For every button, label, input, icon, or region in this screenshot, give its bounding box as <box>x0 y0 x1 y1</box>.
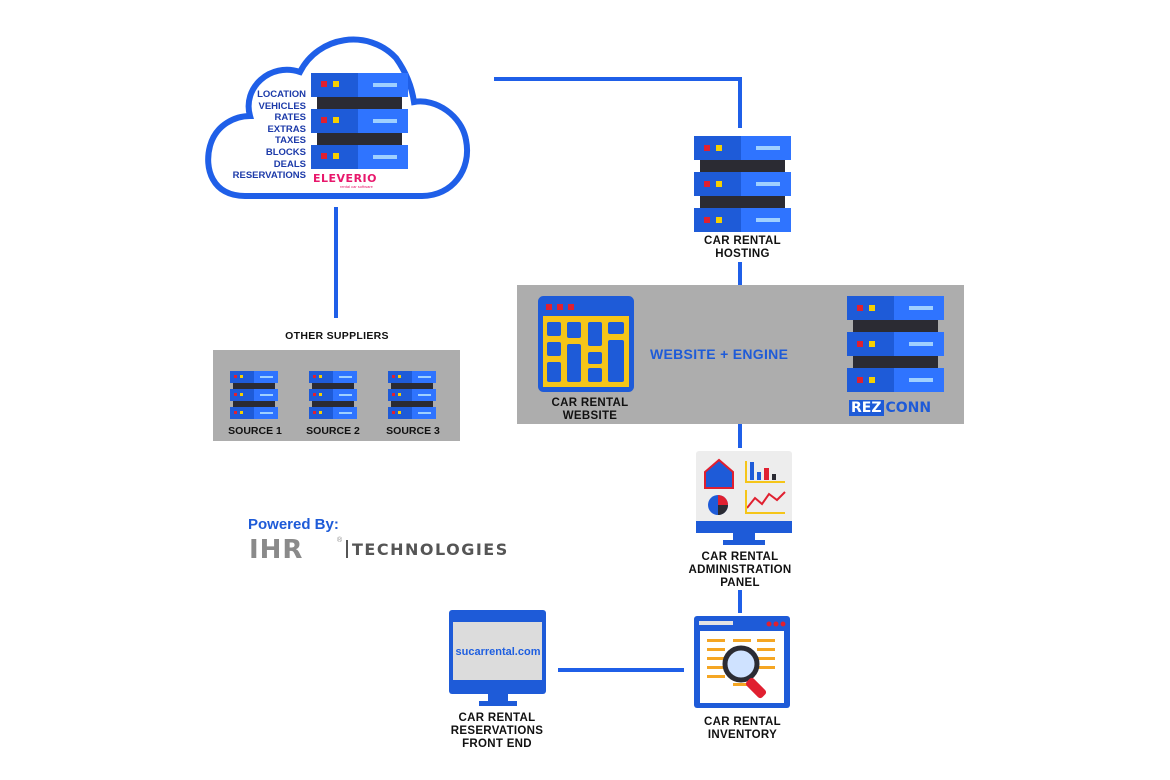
cloud-item: TAXES <box>275 135 306 147</box>
frontend-monitor-icon <box>449 610 546 706</box>
ihr-logo-reg: ® <box>337 537 343 544</box>
website-label: CAR RENTAL WEBSITE <box>530 397 650 423</box>
frontend-site-url: sucarrental.com <box>455 646 541 658</box>
other-suppliers-title: OTHER SUPPLIERS <box>285 330 389 342</box>
cloud-item: BLOCKS <box>265 146 306 158</box>
eleverio-logo: ELEVERIO <box>313 172 377 185</box>
website-label-line1: CAR RENTAL <box>551 397 629 409</box>
source-2-server-icon <box>309 371 357 419</box>
hosting-label: CAR RENTAL HOSTING <box>680 235 805 261</box>
powered-by-label: Powered By: <box>248 516 339 533</box>
website-engine-title: WEBSITE + ENGINE <box>650 346 789 362</box>
inventory-label-line1: CAR RENTAL <box>704 716 781 728</box>
frontend-label: CAR RENTAL RESERVATIONS FRONT END <box>437 712 557 751</box>
rezconn-server-icon <box>847 296 944 392</box>
frontend-label-line1: CAR RENTAL <box>458 712 536 724</box>
source-3-label: SOURCE 3 <box>386 425 440 437</box>
eleverio-tagline: rental car software <box>340 184 373 189</box>
hosting-label-line1: CAR RENTAL <box>704 235 781 247</box>
admin-label-line1: CAR RENTAL <box>701 551 779 563</box>
logo-divider <box>346 540 348 558</box>
admin-label-line2: ADMINISTRATION <box>688 564 792 576</box>
inventory-label-line2: INVENTORY <box>707 729 778 741</box>
source-2-label: SOURCE 2 <box>306 425 360 437</box>
inventory-search-icon <box>694 616 790 708</box>
rezconn-logo-rez: REZ <box>849 400 884 416</box>
cloud-item: VEHICLES <box>258 100 306 112</box>
admin-label-line3: PANEL <box>720 577 760 589</box>
cloud-item: RESERVATIONS <box>232 170 306 182</box>
frontend-label-line3: FRONT END <box>462 738 532 750</box>
website-label-line2: WEBSITE <box>562 410 618 422</box>
hosting-label-line2: HOSTING <box>715 248 770 260</box>
cloud-item: EXTRAS <box>267 123 306 135</box>
supplier-servers <box>230 371 436 419</box>
cloud-item: DEALS <box>273 158 306 170</box>
admin-dashboard-icon <box>696 451 792 545</box>
cloud-server-icon <box>311 73 408 169</box>
technologies-logo: TECHNOLOGIES <box>352 540 509 559</box>
rezconn-logo-conn: CONN <box>885 400 932 416</box>
line-cloud-to-hosting <box>494 77 742 128</box>
cloud-item: LOCATION <box>257 89 306 100</box>
ihr-logo: IHR <box>249 535 304 565</box>
source-3-server-icon <box>388 371 436 419</box>
hosting-server-icon <box>694 136 791 232</box>
source-1-server-icon <box>230 371 278 419</box>
inventory-label: CAR RENTAL INVENTORY <box>680 716 805 742</box>
admin-label: CAR RENTAL ADMINISTRATION PANEL <box>680 551 800 590</box>
cloud-item-list: LOCATION VEHICLES RATES EXTRAS TAXES BLO… <box>228 89 306 182</box>
source-1-label: SOURCE 1 <box>228 425 282 437</box>
frontend-label-line2: RESERVATIONS <box>450 725 544 737</box>
website-browser-icon <box>538 296 634 392</box>
cloud-item: RATES <box>274 112 307 124</box>
